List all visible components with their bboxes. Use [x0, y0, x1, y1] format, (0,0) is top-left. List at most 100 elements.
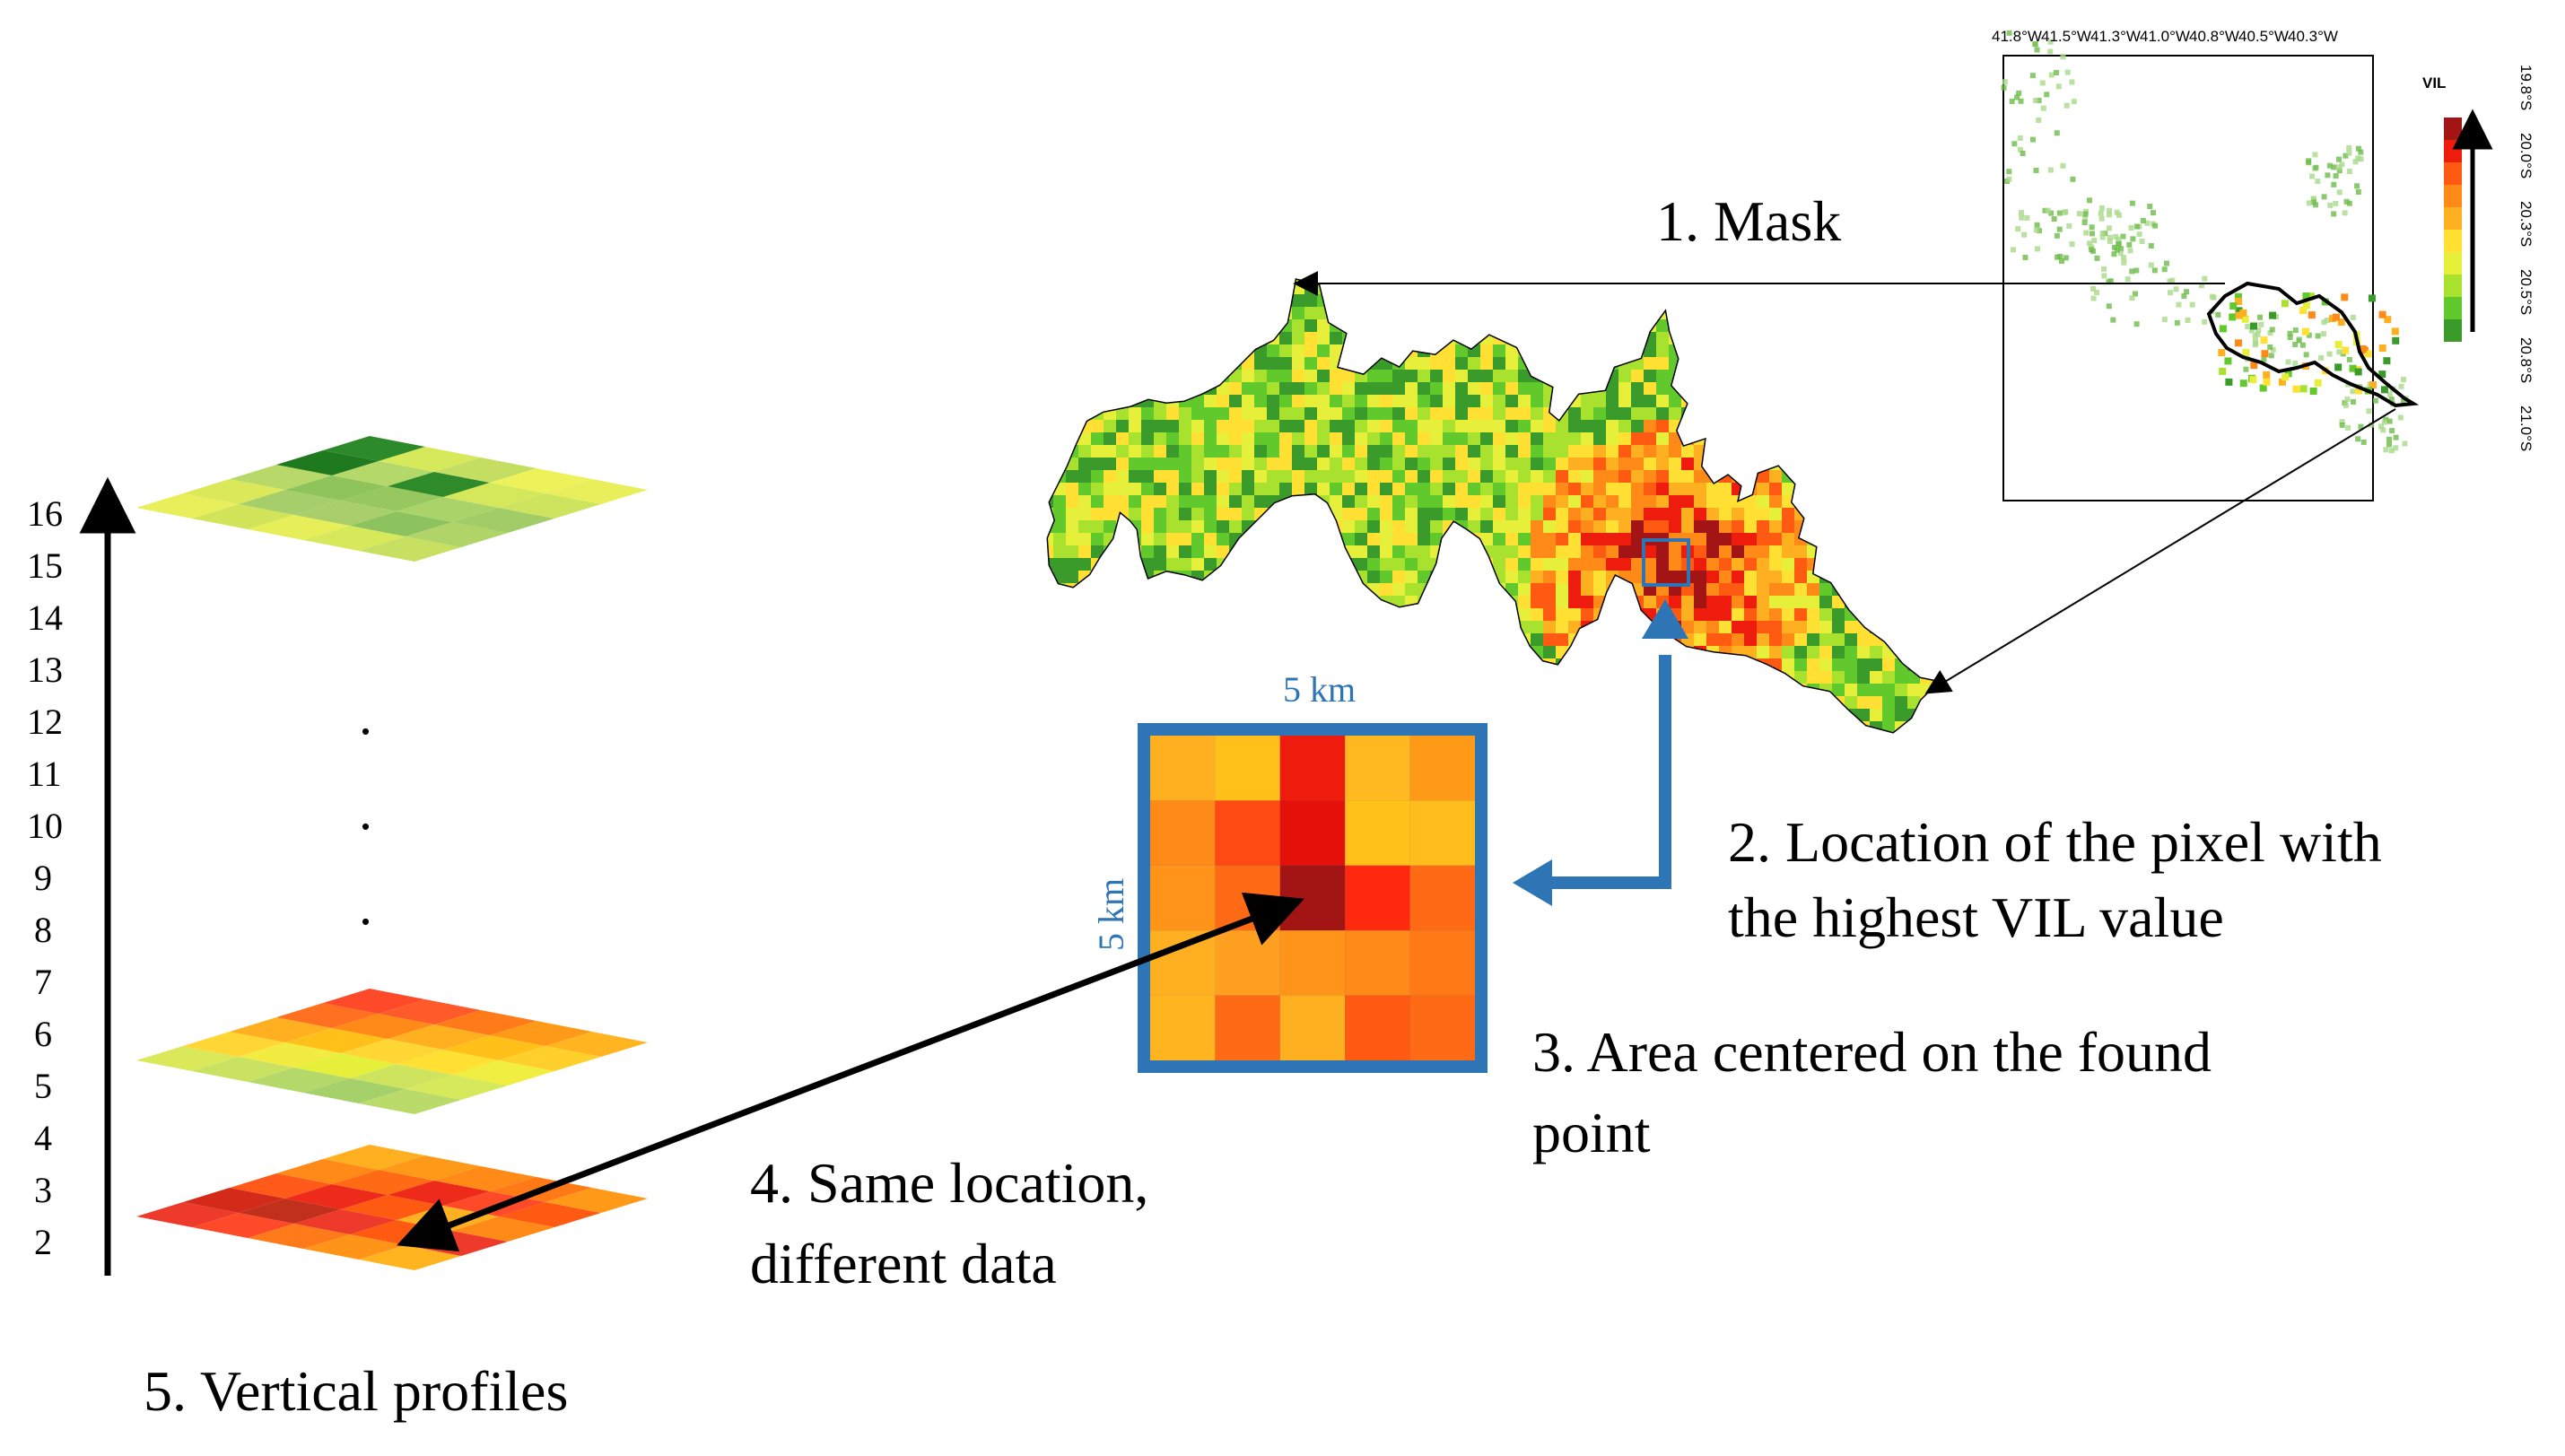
mask-pixel — [1154, 709, 1166, 721]
inset-mask-pixel — [2337, 318, 2345, 327]
mask-pixel — [1154, 407, 1166, 420]
mask-pixel — [1405, 545, 1418, 558]
mask-pixel — [1907, 319, 1920, 332]
mask-pixel — [1116, 671, 1129, 684]
inset-vil-pixel — [2017, 135, 2023, 141]
mask-pixel — [1556, 734, 1568, 746]
mask-pixel — [1405, 646, 1418, 658]
mask-pixel — [1932, 432, 1938, 445]
mask-pixel — [1518, 646, 1531, 658]
mask-pixel — [1744, 395, 1757, 407]
mask-pixel — [1543, 319, 1556, 332]
mask-pixel — [1744, 382, 1757, 395]
inset-vil-pixel — [2042, 207, 2048, 214]
mask-pixel — [1706, 370, 1719, 382]
profile-cell — [230, 1173, 332, 1199]
mask-pixel — [1920, 370, 1932, 382]
mask-pixel — [1593, 658, 1606, 671]
mask-pixel — [1681, 621, 1694, 633]
inset-vil-pixel — [2034, 246, 2040, 252]
mask-pixel — [1719, 370, 1732, 382]
inset-vil-pixel — [2011, 141, 2018, 147]
mask-pixel — [1505, 395, 1518, 407]
mask-pixel — [1154, 307, 1166, 319]
area-pixel — [1345, 865, 1410, 931]
mask-pixel — [1757, 332, 1769, 344]
mask-pixel — [1769, 520, 1782, 533]
mask-pixel — [1104, 545, 1116, 558]
mask-pixel — [1945, 558, 1958, 571]
inset-vil-pixel — [2107, 212, 2113, 218]
mask-pixel — [1543, 432, 1556, 445]
mask-pixel — [1568, 558, 1581, 571]
mask-pixel — [1292, 545, 1304, 558]
mask-pixel — [1845, 458, 1857, 470]
mask-pixel — [1367, 684, 1380, 696]
mask-pixel — [1418, 280, 1430, 282]
mask-pixel — [1342, 495, 1355, 508]
mask-pixel — [1631, 458, 1644, 470]
mask-pixel — [1279, 483, 1292, 495]
mask-pixel — [1154, 280, 1166, 282]
mask-pixel — [1330, 395, 1342, 407]
lat-tick: 21.0°S — [2517, 405, 2534, 451]
mask-pixel — [1732, 583, 1744, 596]
mask-pixel — [1744, 696, 1757, 709]
mask-pixel — [1217, 357, 1229, 370]
mask-pixel — [1104, 571, 1116, 583]
mask-pixel — [1669, 280, 1681, 282]
mask-pixel — [1304, 571, 1317, 583]
mask-pixel — [1819, 420, 1832, 432]
mask-pixel — [1443, 596, 1455, 608]
mask-pixel — [1229, 621, 1242, 633]
lon-tick: 41.5°W — [2041, 28, 2091, 45]
mask-pixel — [1757, 344, 1769, 357]
mask-pixel — [1053, 608, 1066, 621]
mask-pixel — [1757, 319, 1769, 332]
mask-pixel — [1744, 319, 1757, 332]
mask-pixel — [1505, 684, 1518, 696]
inset-vil-pixel — [2133, 321, 2140, 327]
mask-pixel — [1279, 432, 1292, 445]
mask-pixel — [1066, 684, 1078, 696]
mask-pixel — [1857, 370, 1870, 382]
mask-pixel — [1505, 571, 1518, 583]
mask-pixel — [1819, 357, 1832, 370]
inset-vil-pixel — [2069, 79, 2075, 85]
mask-pixel — [1907, 370, 1920, 382]
mask-pixel — [1769, 445, 1782, 458]
profile-cell — [136, 1202, 239, 1227]
mask-pixel — [1191, 458, 1204, 470]
mask-pixel — [1895, 357, 1907, 370]
mask-pixel — [1191, 533, 1204, 545]
mask-pixel — [1882, 445, 1895, 458]
mask-pixel — [1895, 382, 1907, 395]
mask-pixel — [1053, 721, 1066, 732]
mask-pixel — [1455, 533, 1468, 545]
mask-pixel — [1430, 495, 1443, 508]
mask-pixel — [1304, 596, 1317, 608]
mask-pixel — [1267, 458, 1279, 470]
mask-pixel — [1367, 470, 1380, 483]
mask-pixel — [1204, 307, 1217, 319]
mask-pixel — [1091, 307, 1104, 319]
profile-cell — [239, 490, 341, 515]
mask-pixel — [1154, 684, 1166, 696]
mask-pixel — [1242, 608, 1254, 621]
mask-pixel — [1656, 332, 1669, 344]
mask-pixel — [1518, 332, 1531, 344]
mask-pixel — [1078, 583, 1091, 596]
mask-pixel — [1053, 294, 1066, 307]
mask-pixel — [1681, 370, 1694, 382]
mask-pixel — [1418, 533, 1430, 545]
mask-pixel — [1669, 545, 1681, 558]
profile-cell — [323, 436, 425, 461]
mask-pixel — [1342, 646, 1355, 658]
mask-pixel — [1618, 608, 1631, 621]
mask-pixel — [1217, 432, 1229, 445]
mask-pixel — [1267, 280, 1279, 282]
mask-pixel — [1242, 420, 1254, 432]
mask-pixel — [1744, 734, 1757, 746]
inset-vil-pixel — [2121, 255, 2127, 261]
mask-pixel — [1732, 395, 1744, 407]
